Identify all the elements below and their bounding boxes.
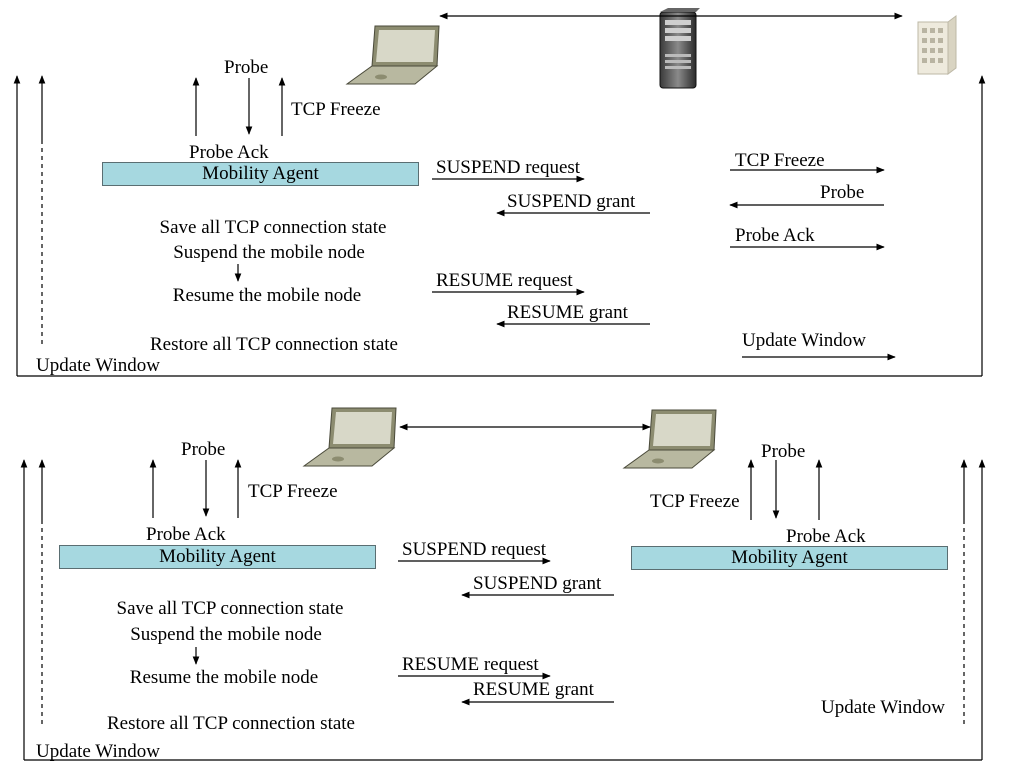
suspend-grant-label: SUSPEND grant [473, 573, 602, 594]
probe-ack-label: Probe Ack [189, 142, 269, 163]
probe-label: Probe [224, 57, 269, 78]
mobility-agent-box-left: Mobility Agent [59, 545, 376, 569]
right-probe-ack-label: Probe Ack [786, 526, 866, 547]
right-update-window-label: Update Window [821, 697, 945, 718]
suspend-node-label: Suspend the mobile node [173, 242, 365, 263]
right-probe-label: Probe [761, 441, 806, 462]
probe-label: Probe [181, 439, 226, 460]
tcp-freeze-label: TCP Freeze [291, 99, 381, 120]
right-tcp-freeze-label: TCP Freeze [650, 491, 740, 512]
restore-state-label: Restore all TCP connection state [106, 713, 356, 734]
resume-request-label: RESUME request [402, 654, 539, 675]
mobility-agent-box-right: Mobility Agent [631, 546, 948, 570]
laptop-icon [302, 407, 397, 467]
resume-request-label: RESUME request [436, 270, 573, 291]
suspend-request-label: SUSPEND request [436, 157, 581, 178]
suspend-grant-label: SUSPEND grant [507, 191, 636, 212]
resume-node-label: Resume the mobile node [172, 285, 362, 306]
right-probe-ack-label: Probe Ack [735, 225, 815, 246]
mobility-agent-box: Mobility Agent [102, 162, 419, 186]
suspend-request-label: SUSPEND request [402, 539, 547, 560]
laptop-icon [622, 409, 717, 469]
server-icon [659, 8, 700, 89]
tcp-freeze-label: TCP Freeze [248, 481, 338, 502]
laptop-icon [345, 25, 440, 85]
update-window-left-label: Update Window [36, 355, 160, 376]
right-tcp-freeze-label: TCP Freeze [735, 150, 825, 171]
save-state-label: Save all TCP connection state [116, 598, 344, 619]
right-probe-label: Probe [820, 182, 865, 203]
resume-grant-label: RESUME grant [473, 679, 594, 700]
update-window-left-label: Update Window [36, 741, 160, 762]
right-update-window-label: Update Window [742, 330, 866, 351]
restore-state-label: Restore all TCP connection state [149, 334, 399, 355]
building-icon [917, 15, 957, 75]
resume-node-label: Resume the mobile node [129, 667, 319, 688]
suspend-node-label: Suspend the mobile node [130, 624, 322, 645]
resume-grant-label: RESUME grant [507, 302, 628, 323]
probe-ack-label: Probe Ack [146, 524, 226, 545]
save-state-label: Save all TCP connection state [159, 217, 387, 238]
